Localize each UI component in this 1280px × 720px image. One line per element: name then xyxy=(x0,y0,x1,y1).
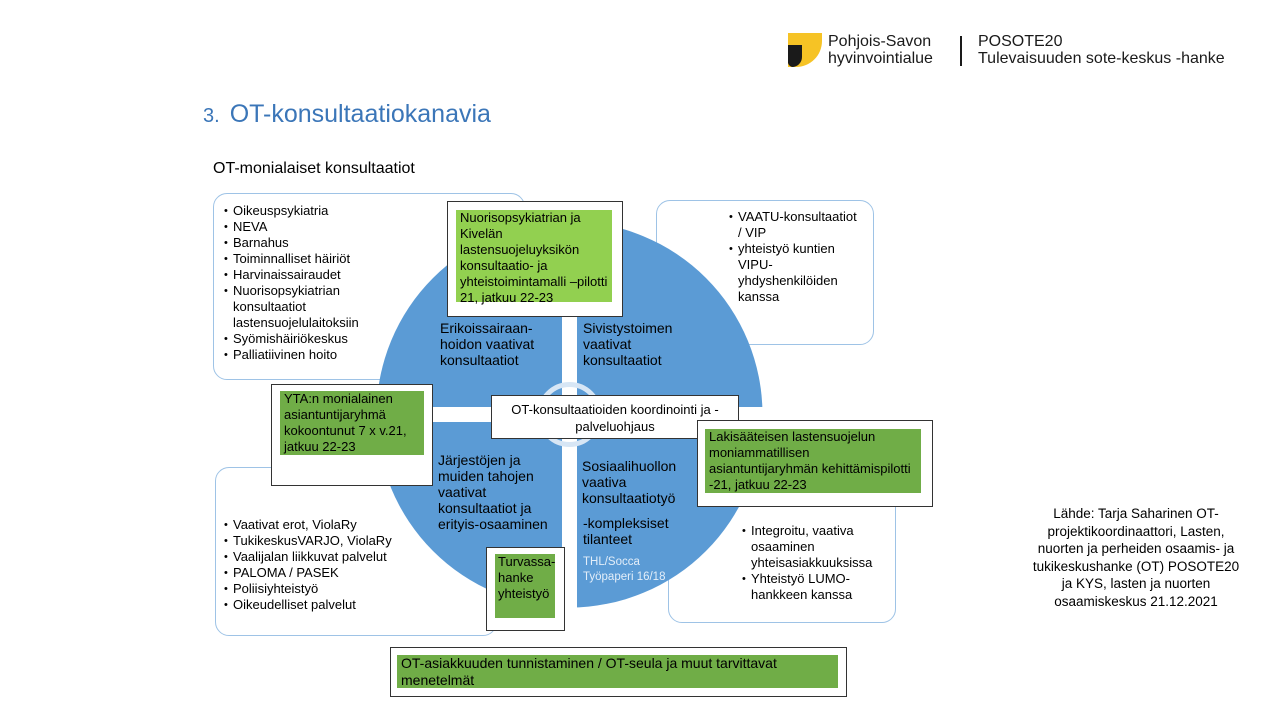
list-item: Integroitu, vaativa osaaminen yhteisasia… xyxy=(742,523,880,571)
list-item: Harvinaissairaudet xyxy=(224,267,384,283)
list-item: Vaalijalan liikkuvat palvelut xyxy=(224,549,424,565)
list-item: NEVA xyxy=(224,219,384,235)
list-item: TukikeskusVARJO, ViolaRy xyxy=(224,533,424,549)
list-item: Toiminnalliset häiriöt xyxy=(224,251,384,267)
lakisaateinen-box-frame: Lakisääteisen lastensuojelun moniammatil… xyxy=(697,420,933,507)
source-note: Lähde: Tarja Saharinen OT-projektikoordi… xyxy=(1032,506,1240,609)
list-item: Syömishäiriökeskus xyxy=(224,331,384,347)
org-name-line1: Pohjois-Savon xyxy=(828,33,932,50)
thl-watermark: THL/Socca Työpaperi 16/18 xyxy=(583,556,666,583)
turvassa-box: Turvassa-hanke yhteistyö xyxy=(495,554,555,618)
list-item: Nuorisopsykiatrian konsultaatiot lastens… xyxy=(224,283,384,331)
turvassa-box-frame: Turvassa-hanke yhteistyö xyxy=(486,547,565,631)
center-label-text: OT-konsultaatioiden koordinointi ja -pal… xyxy=(511,402,719,434)
org-name-line2: hyvinvointialue xyxy=(828,50,933,67)
list-item: yhteistyö kuntien VIPU-yhdyshenkilöiden … xyxy=(729,241,859,305)
yta-box-frame: YTA:n monialainen asiantuntijaryhmä koko… xyxy=(271,384,433,486)
diagram-subtitle: OT-monialaiset konsultaatiot xyxy=(213,160,415,177)
pilot-box: Nuorisopsykiatrian ja Kivelän lastensuoj… xyxy=(456,210,612,305)
title-text: OT-konsultaatiokanavia xyxy=(229,100,491,128)
project-name-line2: Tulevaisuuden sote-keskus -hanke xyxy=(978,50,1225,67)
list-item: Yhteistyö LUMO-hankkeen kanssa xyxy=(742,571,880,603)
quadrant-social-care-complex: -kompleksiset tilanteet xyxy=(583,515,669,547)
quadrant-social-care: Sosiaalihuollon vaativa konsultaatiotyö xyxy=(582,458,677,506)
bottom-right-list: Integroitu, vaativa osaaminen yhteisasia… xyxy=(742,523,880,603)
organization-name: Pohjois-Savon hyvinvointialue xyxy=(828,33,933,67)
quadrant-organizations: Järjestöjen ja muiden tahojen vaativat k… xyxy=(438,452,548,532)
lakisaateinen-box: Lakisääteisen lastensuojelun moniammatil… xyxy=(705,429,921,493)
center-label: OT-konsultaatioiden koordinointi ja -pal… xyxy=(491,395,739,439)
list-item: VAATU-konsultaatiot / VIP xyxy=(729,209,859,241)
list-item: Oikeuspsykiatria xyxy=(224,203,384,219)
top-right-list: VAATU-konsultaatiot / VIP yhteistyö kunt… xyxy=(729,209,859,305)
top-left-list: Oikeuspsykiatria NEVA Barnahus Toiminnal… xyxy=(224,203,384,363)
list-item: Palliatiivinen hoito xyxy=(224,347,384,363)
project-name: POSOTE20 Tulevaisuuden sote-keskus -hank… xyxy=(978,33,1225,67)
page-title: 3. OT-konsultaatiokanavia xyxy=(203,100,491,129)
list-item: Vaativat erot, ViolaRy xyxy=(224,517,424,533)
pohjois-savon-logo xyxy=(788,33,822,67)
list-item: Poliisiyhteistyö xyxy=(224,581,424,597)
title-number: 3. xyxy=(203,105,220,127)
header-divider xyxy=(960,36,962,66)
ot-asiakkuus-box: OT-asiakkuuden tunnistaminen / OT-seula … xyxy=(397,655,838,688)
pilot-box-frame: Nuorisopsykiatrian ja Kivelän lastensuoj… xyxy=(447,201,623,317)
bottom-right-box: Integroitu, vaativa osaaminen yhteisasia… xyxy=(668,489,896,623)
yta-box: YTA:n monialainen asiantuntijaryhmä koko… xyxy=(280,391,424,455)
list-item: Barnahus xyxy=(224,235,384,251)
list-item: PALOMA / PASEK xyxy=(224,565,424,581)
ot-asiakkuus-box-frame: OT-asiakkuuden tunnistaminen / OT-seula … xyxy=(390,647,847,697)
quadrant-specialized-care: Erikoissairaan-hoidon vaativat konsultaa… xyxy=(440,320,535,368)
quadrant-education: Sivistystoimen vaativat konsultaatiot xyxy=(583,320,673,368)
project-name-line1: POSOTE20 xyxy=(978,33,1063,50)
list-item: Oikeudelliset palvelut xyxy=(224,597,424,613)
bottom-left-list: Vaativat erot, ViolaRy TukikeskusVARJO, … xyxy=(224,517,424,613)
